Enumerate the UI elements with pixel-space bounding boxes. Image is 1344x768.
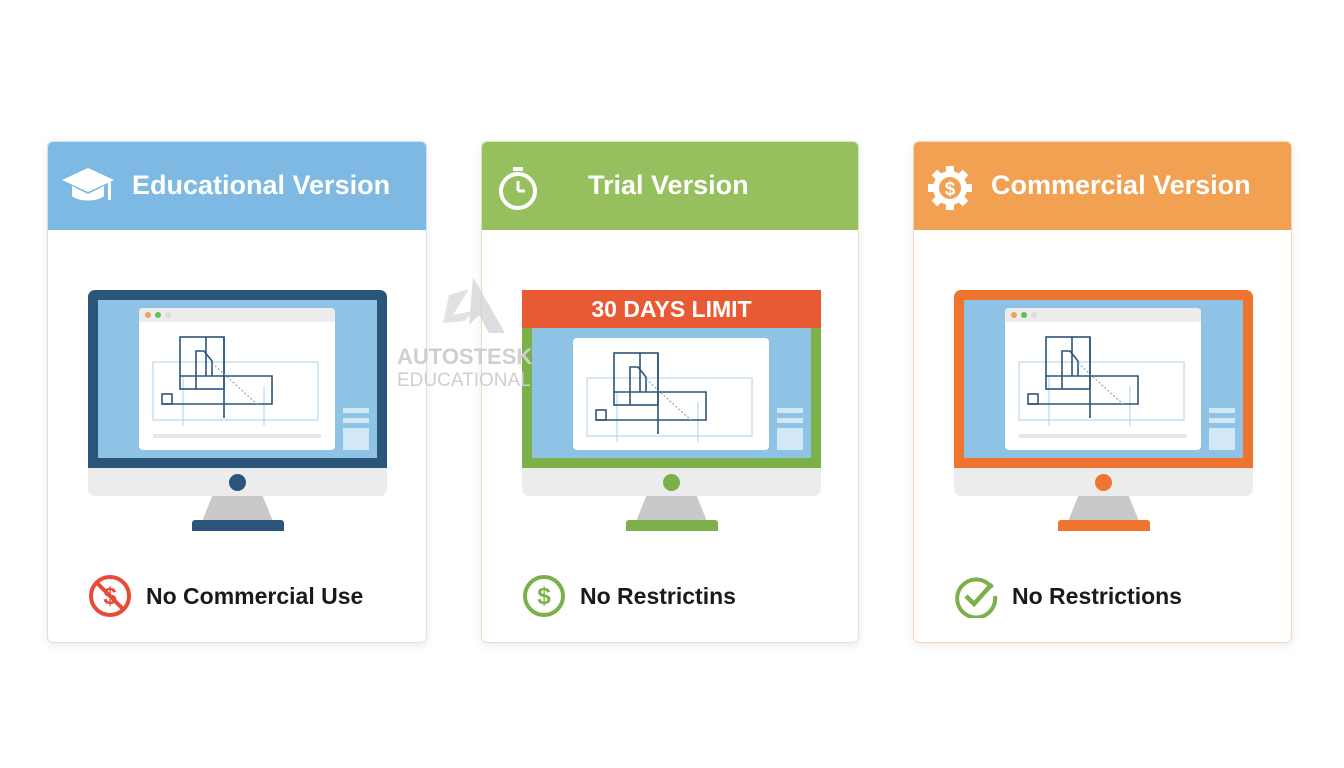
30-days-limit-banner: 30 DAYS LIMIT bbox=[522, 290, 821, 328]
watermark: AUTOSTESK EDUCATIONAL bbox=[397, 275, 532, 393]
commercial-version-card: $ Commercial Version No Restrictions bbox=[913, 141, 1292, 643]
card-footer: $ No Commercial Use bbox=[88, 574, 363, 618]
footer-text: No Restrictions bbox=[1012, 582, 1182, 609]
monitor-illustration bbox=[88, 290, 387, 531]
svg-text:$: $ bbox=[945, 179, 956, 200]
stopwatch-icon bbox=[499, 167, 537, 210]
card-title: Educational Version bbox=[132, 170, 391, 200]
graduation-cap-icon bbox=[62, 168, 114, 201]
card-title: Trial Version bbox=[588, 170, 749, 200]
dollar-circle-icon: $ bbox=[523, 575, 565, 617]
monitor-illustration: 30 DAYS LIMIT bbox=[522, 290, 821, 531]
cad-drawing bbox=[1018, 336, 1187, 438]
educational-version-card: Educational Version $ No Commercial Use bbox=[47, 141, 427, 643]
no-dollar-icon: $ bbox=[89, 575, 131, 617]
footer-text: No Commercial Use bbox=[146, 582, 364, 609]
svg-text:$: $ bbox=[537, 583, 551, 610]
card-title: Commercial Version bbox=[991, 170, 1251, 200]
card-header: Educational Version bbox=[48, 142, 426, 230]
trial-version-card: Trial Version 30 DAYS LIMIT $ No Restric… bbox=[481, 141, 859, 643]
monitor-illustration bbox=[954, 290, 1253, 531]
card-header: Trial Version bbox=[482, 142, 858, 230]
gear-dollar-icon: $ bbox=[928, 166, 972, 210]
card-footer: $ No Restrictins bbox=[522, 574, 736, 618]
cad-drawing bbox=[586, 352, 753, 442]
cad-drawing bbox=[152, 336, 321, 438]
watermark-line2: EDUCATIONAL bbox=[397, 370, 531, 391]
watermark-logo-icon bbox=[443, 277, 505, 333]
check-circle-icon bbox=[955, 577, 998, 618]
footer-text: No Restrictins bbox=[580, 582, 736, 609]
watermark-line1: AUTOSTESK bbox=[397, 344, 533, 369]
card-footer: No Restrictions bbox=[954, 574, 1182, 618]
card-header: $ Commercial Version bbox=[914, 142, 1291, 230]
